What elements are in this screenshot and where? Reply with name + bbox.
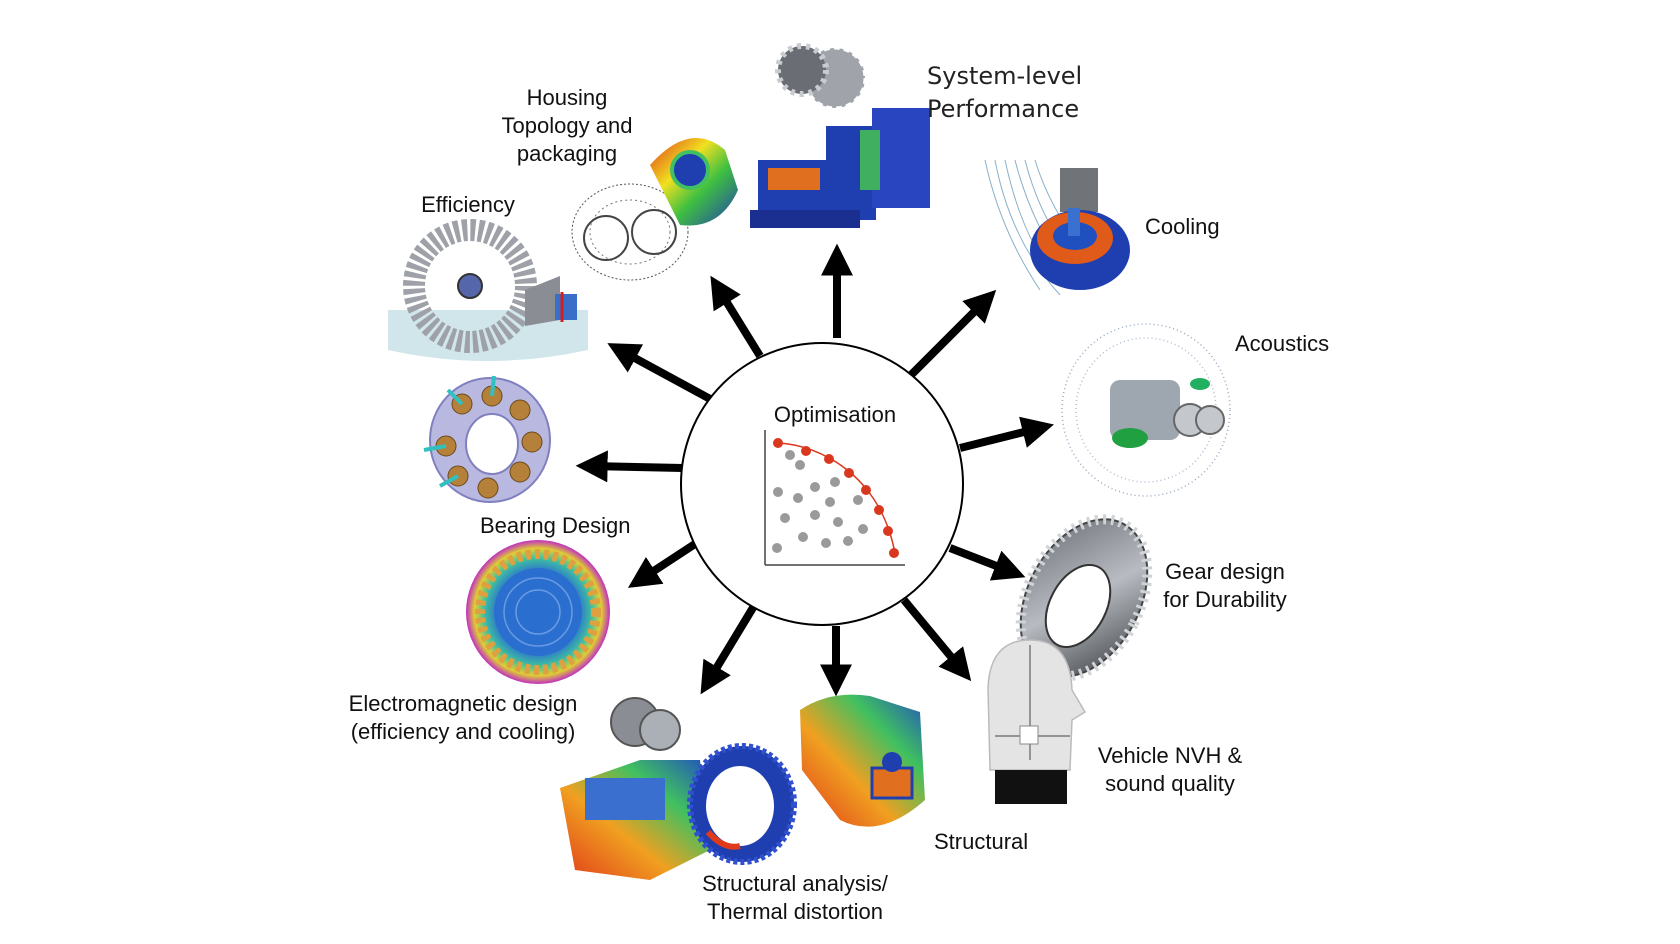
label-nvh: Vehicle NVH & sound quality — [1085, 742, 1255, 798]
label-bearing-line-1: Bearing Design — [480, 513, 631, 538]
arrows — [575, 243, 1054, 697]
label-electromagnetic: Electromagnetic design (efficiency and c… — [338, 690, 588, 746]
center-circle — [680, 342, 964, 626]
motor-cooling-streamlines-image — [984, 159, 1130, 296]
label-electromagnetic-line-1: Electromagnetic design — [348, 691, 578, 716]
gearbox-acoustics-image — [1061, 323, 1231, 497]
label-housing-line-1: Housing — [526, 85, 608, 110]
arrow-bearing — [575, 450, 684, 483]
arrow-efficiency — [607, 343, 714, 404]
label-thermal: Structural analysis/ Thermal distortion — [680, 870, 910, 926]
label-cooling: Cooling — [1145, 213, 1220, 241]
spiral-bevel-gear-image — [1015, 514, 1153, 682]
pareto-plot — [764, 430, 905, 566]
arrow-cooling — [907, 289, 997, 379]
label-housing: Housing Topology and packaging — [482, 84, 652, 168]
label-electromagnetic-line-2: (efficiency and cooling) — [350, 719, 576, 744]
gearbox-housing-fe-image — [800, 694, 925, 827]
label-bearing: Bearing Design — [480, 512, 630, 540]
label-system-line-1: System-level — [927, 62, 1083, 90]
label-system-level: System-level Performance — [927, 60, 1082, 126]
label-housing-line-2: Topology and — [501, 113, 633, 138]
arrow-electromagnetic — [627, 538, 701, 588]
arrow-nvh — [900, 597, 972, 682]
dominated-points — [772, 450, 868, 553]
arrow-gear — [948, 544, 1026, 581]
arrow-acoustics — [959, 416, 1054, 452]
electric-motor-flux-image — [466, 540, 610, 684]
label-acoustics-line-1: Acoustics — [1235, 331, 1330, 356]
dummy-head-microphone-image — [987, 639, 1087, 804]
label-acoustics: Acoustics — [1235, 330, 1329, 358]
pareto-points — [773, 438, 899, 558]
drivetrain-system-image — [750, 43, 930, 228]
label-thermal-line-2: Thermal distortion — [706, 899, 884, 924]
ball-bearing-image — [423, 375, 551, 503]
label-nvh-line-1: Vehicle NVH & — [1097, 743, 1243, 768]
label-gear-line-1: Gear design — [1165, 559, 1285, 584]
arrow-thermal — [700, 603, 758, 695]
center-title: Optimisation — [773, 402, 897, 427]
edrive-thermal-fe-image — [560, 697, 797, 880]
label-structural-line-1: Structural — [934, 829, 1029, 854]
label-cooling-line-1: Cooling — [1145, 214, 1220, 239]
arrow-housing — [710, 275, 764, 359]
housing-topology-fe-image — [571, 138, 738, 281]
label-gear: Gear design for Durability — [1145, 558, 1305, 614]
label-gear-line-2: for Durability — [1163, 587, 1287, 612]
label-structural: Structural — [934, 828, 1028, 856]
label-efficiency-line-1: Efficiency — [421, 192, 515, 217]
label-efficiency: Efficiency — [403, 191, 533, 219]
bevel-gear-efficiency-image — [388, 219, 588, 361]
label-system-line-2: Performance — [927, 95, 1080, 123]
label-thermal-line-1: Structural analysis/ — [702, 871, 888, 896]
label-housing-line-3: packaging — [516, 141, 618, 166]
label-nvh-line-2: sound quality — [1105, 771, 1235, 796]
